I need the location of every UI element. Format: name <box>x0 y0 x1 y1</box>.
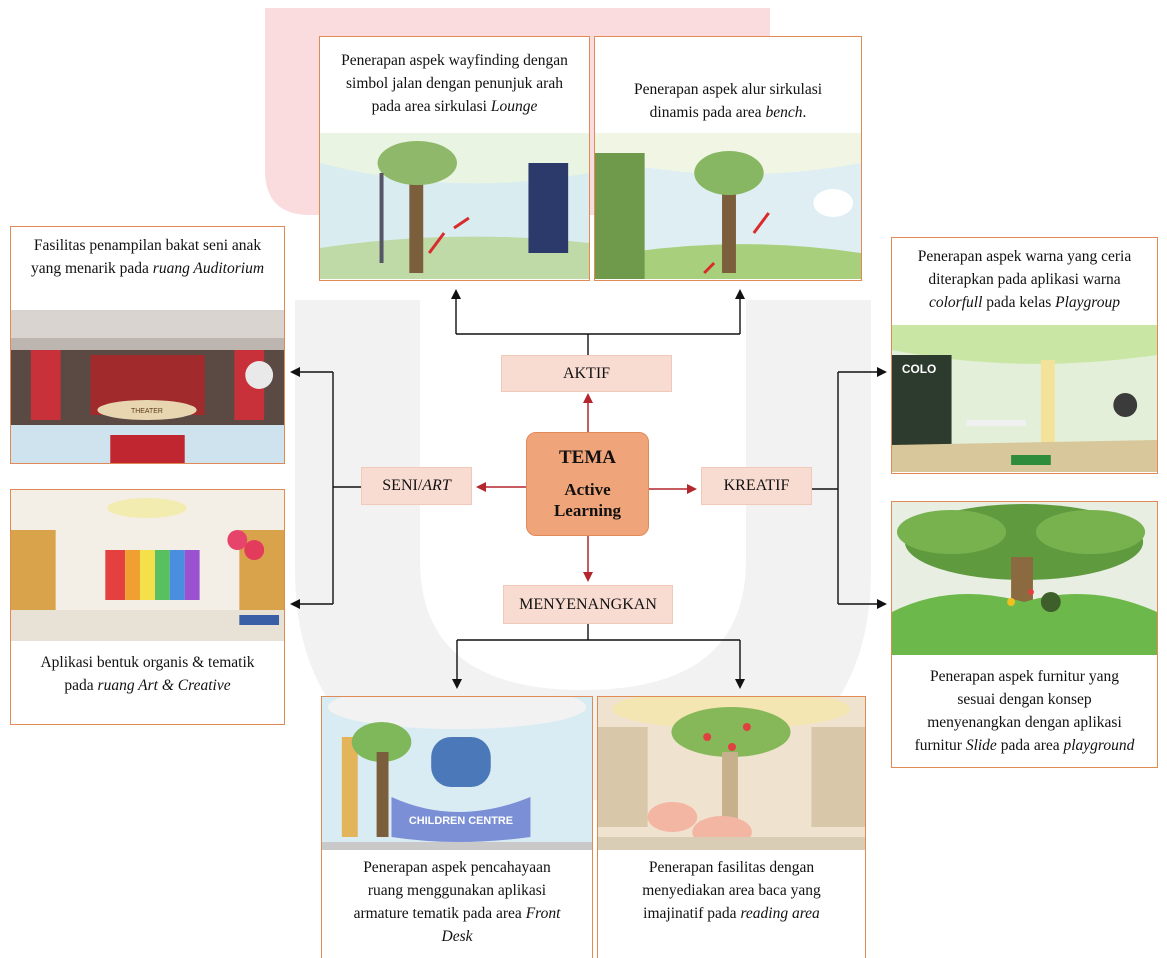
photo-playground <box>892 502 1157 655</box>
label-menyenangkan: MENYENANGKAN <box>503 585 673 624</box>
caption-playground: Penerapan aspek furnitur yang sesuai den… <box>914 668 1135 754</box>
children-centre-sign: CHILDREN CENTRE <box>409 815 513 827</box>
colo-sign: COLO <box>902 362 936 376</box>
photo-playgroup: COLO <box>892 325 1157 472</box>
card-playgroup: Penerapan aspek warna yang ceria diterap… <box>891 237 1158 474</box>
card-playground: Penerapan aspek furnitur yang sesuai den… <box>891 501 1158 768</box>
photo-bench <box>595 133 861 279</box>
caption-reading: Penerapan fasilitas dengan menyediakan a… <box>642 859 821 922</box>
photo-auditorium: THEATER <box>11 310 284 463</box>
photo-reading <box>598 697 865 850</box>
kreatif-branches <box>812 367 887 609</box>
card-bench: Penerapan aspek alur sirkulasi dinamis p… <box>594 36 862 281</box>
card-lounge: Penerapan aspek wayfinding dengan simbol… <box>319 36 590 281</box>
theme-subtitle: Active Learning <box>553 480 622 520</box>
photo-lounge <box>320 133 589 279</box>
menyenangkan-branches <box>452 624 745 689</box>
aktif-branches <box>451 289 745 355</box>
label-aktif: AKTIF <box>501 355 672 392</box>
caption-art-creative: Aplikasi bentuk organis & tematik pada r… <box>40 654 255 694</box>
card-reading: Penerapan fasilitas dengan menyediakan a… <box>597 696 866 958</box>
card-frontdesk: CHILDREN CENTRE Penerapan aspek pencahay… <box>321 696 593 958</box>
caption-auditorium: Fasilitas penampilan bakat seni anak yan… <box>30 237 265 277</box>
caption-lounge: Penerapan aspek wayfinding dengan simbol… <box>341 52 568 115</box>
seni-branches <box>290 367 361 609</box>
caption-bench: Penerapan aspek alur sirkulasi dinamis p… <box>633 81 823 121</box>
theme-center-node: TEMA Active Learning <box>526 432 649 536</box>
theater-sign: THEATER <box>131 408 163 415</box>
theme-title: TEMA <box>559 447 616 468</box>
photo-frontdesk: CHILDREN CENTRE <box>322 697 592 850</box>
card-auditorium: Fasilitas penampilan bakat seni anak yan… <box>10 226 285 464</box>
card-art-creative: Aplikasi bentuk organis & tematik pada r… <box>10 489 285 725</box>
photo-art-creative <box>11 490 284 641</box>
caption-frontdesk: Penerapan aspek pencahayaan ruang menggu… <box>353 859 561 945</box>
label-seni: SENI/ART <box>361 467 472 505</box>
label-kreatif: KREATIF <box>701 467 812 505</box>
caption-playgroup: Penerapan aspek warna yang ceria diterap… <box>917 248 1132 311</box>
